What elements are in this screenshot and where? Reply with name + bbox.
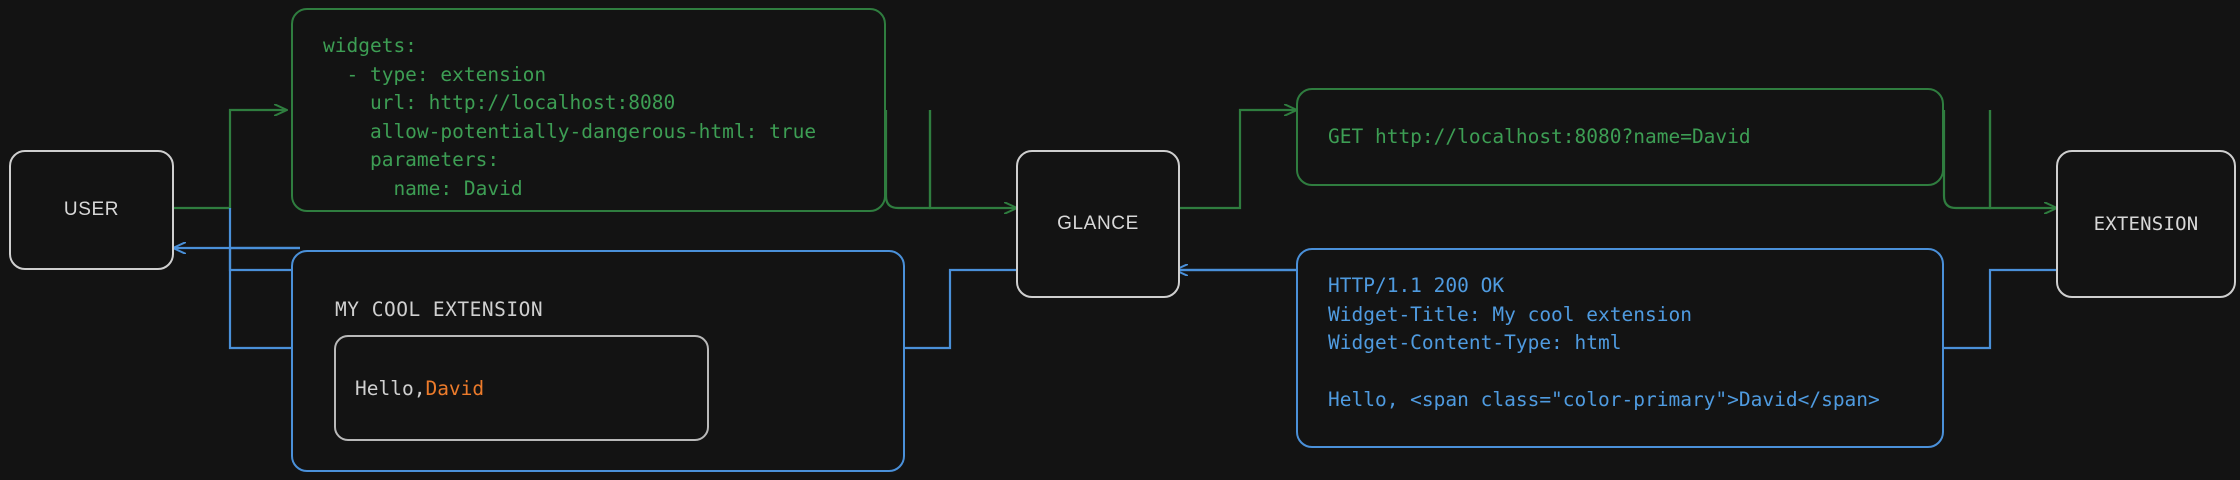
edge-request-to-extension-2 (1988, 110, 2056, 208)
node-user-label: USER (63, 199, 120, 220)
http-response-box: HTTP/1.1 200 OK Widget-Title: My cool ex… (1296, 248, 1944, 448)
edge-request-to-extension (1942, 110, 1992, 210)
edge-extension-to-response (1944, 268, 2056, 350)
config-yaml-box: widgets: - type: extension url: http://l… (291, 8, 886, 212)
edge-glance-to-request (1176, 110, 1296, 210)
widget-accent-name: David (425, 376, 485, 400)
edge-glance-to-widget (905, 268, 1016, 350)
rendered-widget-box: MY COOL EXTENSION Hello, David (291, 250, 905, 472)
config-yaml-text: widgets: - type: extension url: http://l… (323, 34, 817, 200)
edge-config-to-glance (884, 110, 932, 210)
http-request-box: GET http://localhost:8080?name=David (1296, 88, 1944, 186)
widget-greeting-text: Hello, (355, 376, 426, 400)
widget-content-card: Hello, David (334, 335, 709, 441)
http-response-text: HTTP/1.1 200 OK Widget-Title: My cool ex… (1328, 274, 1880, 411)
node-extension-label: EXTENSION (2093, 213, 2199, 235)
edge-widget-to-user-seg (228, 246, 300, 350)
node-glance-label: GLANCE (1057, 213, 1139, 234)
edge-config-to-glance-2 (928, 110, 1016, 208)
edge-user-to-config (170, 110, 286, 210)
widget-title: MY COOL EXTENSION (335, 298, 544, 321)
node-glance[interactable]: GLANCE (1016, 150, 1180, 298)
node-user[interactable]: USER (9, 150, 174, 270)
http-request-text: GET http://localhost:8080?name=David (1328, 124, 1751, 148)
node-extension[interactable]: EXTENSION (2056, 150, 2236, 298)
